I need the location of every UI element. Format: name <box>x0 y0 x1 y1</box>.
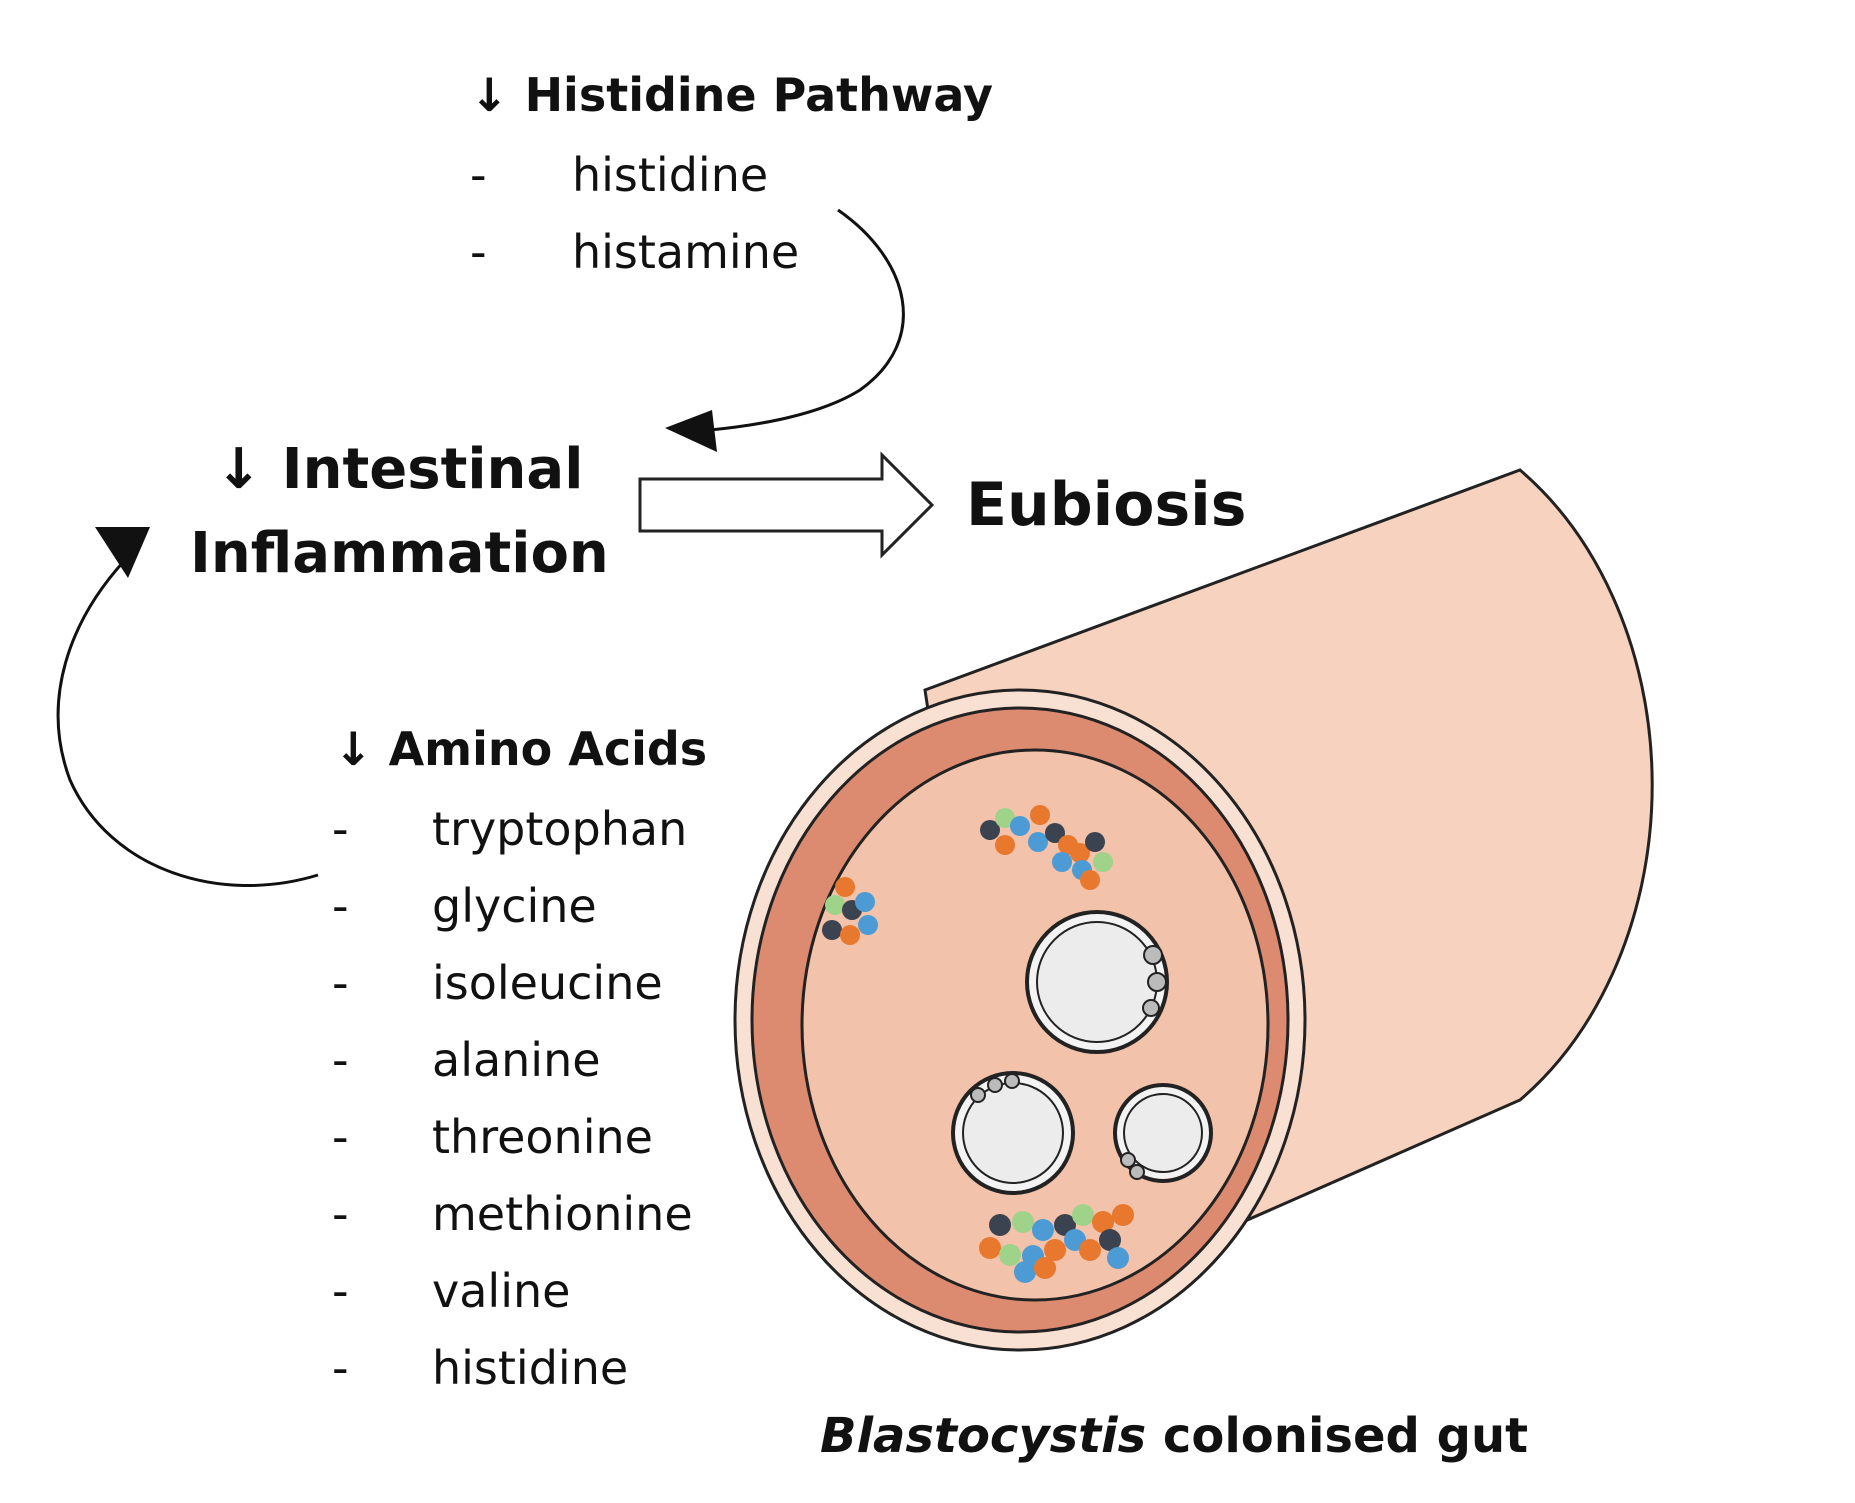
list-bullet: - <box>332 956 349 1010</box>
amino-acid-item: glycine <box>432 879 597 933</box>
list-bullet: - <box>332 1033 349 1087</box>
list-bullet: - <box>470 148 487 202</box>
caption-organism: Blastocystis <box>820 1408 1147 1464</box>
curved-arrow-histidine-to-inflammation <box>665 208 905 452</box>
blastocystis-cell <box>1113 1083 1213 1183</box>
list-bullet: - <box>332 1341 349 1395</box>
blastocystis-cell <box>951 1071 1075 1195</box>
blastocystis-cell <box>1025 910 1169 1054</box>
list-bullet: - <box>332 1264 349 1318</box>
block-arrow-to-eubiosis <box>638 451 935 559</box>
histidine-pathway-title: ↓ Histidine Pathway <box>470 72 993 118</box>
list-bullet: - <box>332 1187 349 1241</box>
inflammation-line1: Intestinal <box>281 437 584 502</box>
amino-acid-item: threonine <box>432 1110 653 1164</box>
amino-acid-item: tryptophan <box>432 802 688 856</box>
curved-arrow-amino-to-inflammation <box>56 527 319 887</box>
list-bullet: - <box>332 1110 349 1164</box>
down-arrow-icon: ↓ <box>215 437 263 502</box>
intestinal-inflammation-label: ↓ Intestinal Inflammation <box>190 428 609 596</box>
amino-acid-item: valine <box>432 1264 571 1318</box>
amino-acids-label: Amino Acids <box>388 722 708 776</box>
histidine-pathway-item: histidine <box>572 148 769 202</box>
amino-acid-item: histidine <box>432 1341 629 1395</box>
amino-acids-title: ↓ Amino Acids <box>334 726 707 772</box>
inflammation-line2: Inflammation <box>190 521 609 586</box>
eubiosis-label: Eubiosis <box>966 470 1247 540</box>
down-arrow-icon: ↓ <box>470 68 509 122</box>
gut-caption: Blastocystis colonised gut <box>820 1412 1528 1460</box>
amino-acid-item: isoleucine <box>432 956 663 1010</box>
microbe-cluster <box>980 805 1113 890</box>
histidine-pathway-label: Histidine Pathway <box>524 68 993 122</box>
list-bullet: - <box>332 802 349 856</box>
microbe-cluster <box>822 877 878 945</box>
list-bullet: - <box>332 879 349 933</box>
caption-rest: colonised gut <box>1146 1408 1529 1464</box>
amino-acid-item: alanine <box>432 1033 601 1087</box>
amino-acid-item: methionine <box>432 1187 693 1241</box>
down-arrow-icon: ↓ <box>334 722 373 776</box>
list-bullet: - <box>470 225 487 279</box>
histidine-pathway-item: histamine <box>572 225 800 279</box>
microbe-cluster <box>979 1204 1134 1283</box>
